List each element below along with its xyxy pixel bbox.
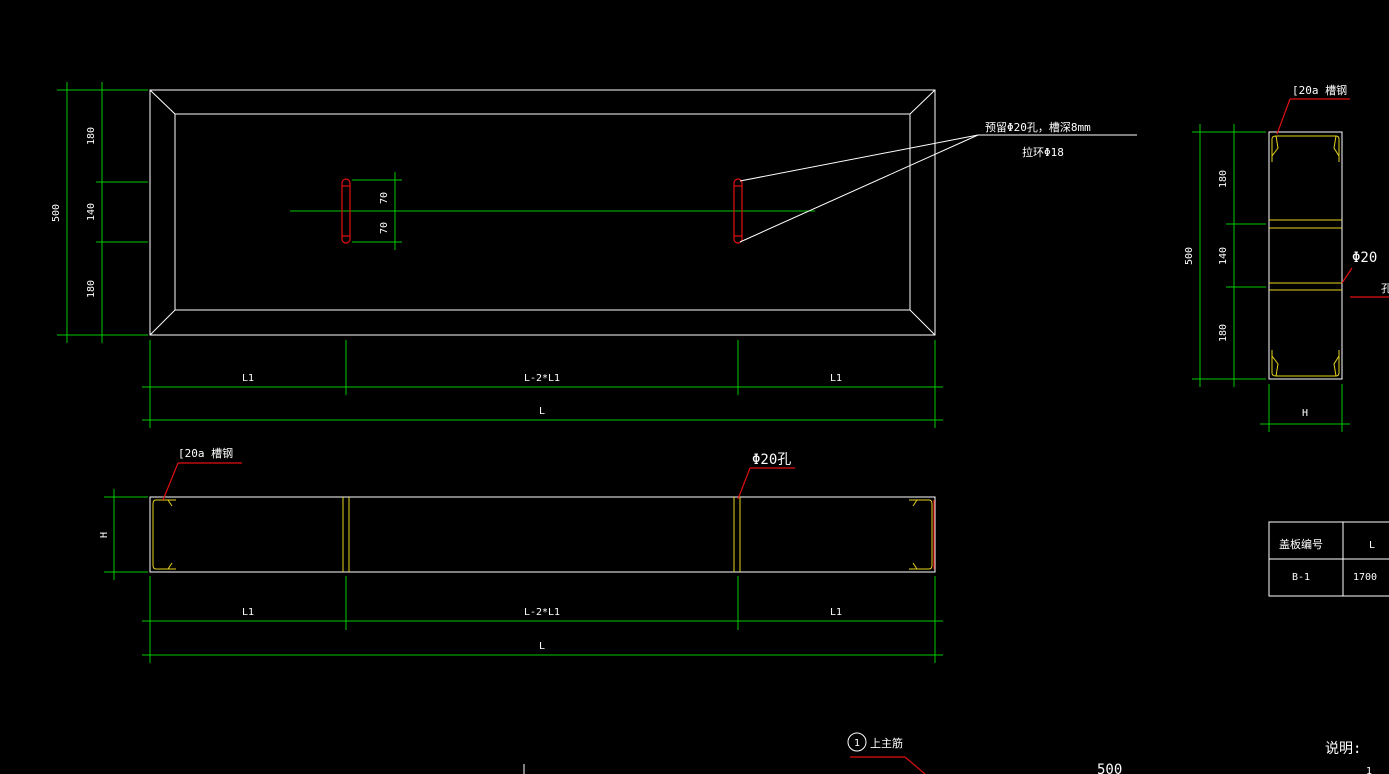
section-channel-bottom — [1271, 350, 1340, 377]
section-hole-upper — [1269, 219, 1342, 229]
notes-first: 1 — [1366, 766, 1372, 774]
plan-dim-bottom: 180 — [86, 280, 97, 298]
elevation-steel-text: [20a 槽钢 — [178, 447, 233, 460]
section-channel-top — [1271, 135, 1340, 162]
cover-plate-table: 盖板编号 L B-1 1700 — [1268, 521, 1389, 597]
plan-hole-dims: 70 70 — [352, 172, 402, 250]
plan-corner-tr — [909, 89, 936, 115]
elevation-dim-middle: L-2*L1 — [524, 607, 560, 618]
elevation-height-dim: H — [99, 489, 148, 580]
rebar-number: 1 — [854, 738, 860, 749]
plan-dim-length: L — [539, 406, 545, 417]
rebar-label: 上主筋 — [870, 736, 903, 750]
rebar-number-circle — [847, 732, 867, 752]
table-cell-id: B-1 — [1292, 572, 1310, 583]
section-dim-h: H — [1302, 408, 1308, 419]
elevation-hole-right — [733, 497, 741, 572]
elevation-hole-text: Φ20孔 — [752, 452, 791, 468]
plan-dim-mid: 140 — [86, 203, 97, 221]
elevation-dim-l1-left: L1 — [242, 607, 254, 618]
channel-steel-left — [152, 499, 176, 570]
section-steel-text: [20a 槽钢 — [1292, 84, 1347, 97]
plan-leader-note: 预留Φ20孔，槽深8mm 拉环Φ18 — [739, 121, 1137, 243]
plan-corner-tl — [149, 89, 176, 115]
elevation-hole-label: Φ20孔 — [737, 452, 795, 500]
section-steel-label: [20a 槽钢 — [1276, 84, 1350, 135]
elevation-dim-length: L — [539, 641, 545, 652]
elevation-steel-label: [20a 槽钢 — [162, 447, 242, 501]
section-hole-label: Φ20 孔 — [1341, 250, 1389, 298]
elevation-bottom-dims: L1 L-2*L1 L1 L — [142, 576, 943, 663]
section-hole-text-2: 孔 — [1381, 282, 1389, 295]
elevation-outline — [149, 496, 936, 573]
bottom-dim-500: 500 — [1097, 762, 1122, 774]
table-cell-l: 1700 — [1353, 572, 1377, 583]
section-outline — [1268, 131, 1343, 380]
elevation-dim-h: H — [99, 532, 110, 538]
section-dim-mid: 140 — [1218, 247, 1229, 265]
plan-outer-outline — [149, 89, 936, 336]
channel-steel-right — [909, 499, 933, 570]
table-header-id: 盖板编号 — [1279, 537, 1323, 551]
elevation-hole-left — [342, 497, 350, 572]
section-dim-total: 500 — [1184, 247, 1195, 265]
section-view: [20a 槽钢 Φ20 孔 500 180 140 180 H — [1184, 84, 1389, 432]
section-bottom-dim: H — [1260, 384, 1350, 432]
plan-dim-top: 180 — [86, 127, 97, 145]
plan-corner-br — [909, 309, 936, 336]
note-reserved-hole: 预留Φ20孔，槽深8mm — [985, 121, 1091, 134]
lifting-loop-right — [733, 178, 743, 244]
section-dim-top: 180 — [1218, 170, 1229, 188]
table-header-l: L — [1369, 540, 1375, 551]
plan-dim-middle: L-2*L1 — [524, 373, 560, 384]
elevation-dim-l1-right: L1 — [830, 607, 842, 618]
bottom-partial: 1 上主筋 500 说明: 1 — [523, 732, 1372, 774]
plan-dim-l1-left: L1 — [242, 373, 254, 384]
plan-corner-bl — [149, 309, 176, 336]
plan-bottom-dims: L1 L-2*L1 L1 L — [142, 340, 943, 428]
section-dim-bottom: 180 — [1218, 324, 1229, 342]
section-hole-lower — [1269, 282, 1342, 291]
note-pull-ring: 拉环Φ18 — [1022, 145, 1064, 159]
dim-hole-lower: 70 — [379, 222, 390, 234]
plan-dim-l1-right: L1 — [830, 373, 842, 384]
notes-title: 说明: — [1325, 741, 1361, 757]
dim-hole-upper: 70 — [379, 192, 390, 204]
plan-view: 70 70 500 180 140 180 L1 L-2*L1 L1 — [51, 82, 1137, 428]
section-hole-text: Φ20 — [1352, 250, 1377, 266]
plan-left-dims: 500 180 140 180 — [51, 82, 148, 343]
section-left-dims: 500 180 140 180 — [1184, 124, 1266, 387]
elevation-view: [20a 槽钢 Φ20孔 H L1 L-2*L1 L1 L — [99, 447, 943, 663]
plan-dim-total: 500 — [51, 204, 62, 222]
plan-inner-outline — [174, 113, 911, 311]
lifting-loop-left — [341, 178, 351, 244]
